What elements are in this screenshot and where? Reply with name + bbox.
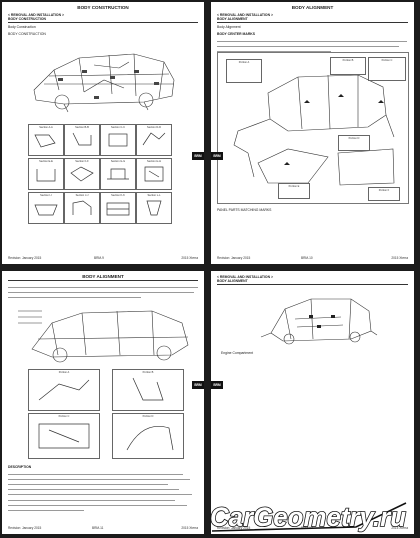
page-center-header: BODY CONSTRUCTION [77, 5, 129, 10]
body-side-illustration [18, 310, 189, 363]
section-tab: BRM [192, 152, 204, 160]
section-box-g: Section G-G [100, 158, 136, 190]
section-box-h: Section H-H [136, 158, 172, 190]
footer-model: 2015 Xterra [391, 526, 408, 530]
portion-box-c: Portion C [28, 413, 100, 459]
body-frame-illustration [33, 53, 175, 113]
section-rule [8, 22, 198, 23]
section-box-j: Section J-J [64, 192, 100, 224]
footer-model: 2015 Xterra [181, 526, 198, 530]
portion-box-d: Portion D [338, 135, 370, 151]
intro-paragraph [8, 283, 198, 299]
portion-box-e: Portion E [278, 183, 310, 199]
section-title: BODY CONSTRUCTION [8, 17, 46, 21]
portion-box-c: Portion C [368, 57, 406, 81]
manual-page-1: BODY CONSTRUCTION < REMOVAL AND INSTALLA… [2, 2, 204, 264]
section-rule [8, 280, 198, 281]
figure-caption: Engine Compartment [221, 351, 254, 355]
section-tab: BRM [211, 152, 223, 160]
manual-page-4: < REMOVAL AND INSTALLATION > BODY ALIGNM… [211, 271, 414, 534]
section-box-b: Section B-B [64, 124, 100, 156]
sub-heading: Body Construction [8, 25, 36, 29]
footer-revision: Revision: January 2015 [217, 256, 251, 260]
svg-text:CarGeometry.ru: CarGeometry.ru [210, 502, 406, 532]
footer-page-number: BRM-10 [301, 256, 313, 260]
section-title: BODY ALIGNMENT [217, 279, 248, 283]
section-box-l: Section L-L [136, 192, 172, 224]
description-heading: DESCRIPTION [8, 465, 32, 469]
portion-box-b: Portion B [330, 57, 366, 75]
section-rule [217, 284, 408, 285]
section-title: BODY ALIGNMENT [217, 17, 248, 21]
section-tab: BRM [211, 381, 223, 389]
portion-box-a: Portion A [226, 59, 262, 83]
section-rule [217, 22, 408, 23]
intro-paragraph [217, 37, 407, 53]
engine-compartment-illustration [260, 298, 378, 345]
footer-model: 2015 Xterra [391, 256, 408, 260]
body-center-marks-figure: Portion A Portion B Portion C Portion D … [217, 52, 409, 204]
section-tab: BRM [192, 381, 204, 389]
section-box-c: Section C-C [100, 124, 136, 156]
section-box-i: Section I-I [28, 192, 64, 224]
sub-heading: Body Alignment [217, 25, 241, 29]
portion-box-f: Portion F [368, 187, 400, 201]
section-breadcrumb: < REMOVAL AND INSTALLATION > [217, 13, 273, 17]
footer-revision: Revision: January 2015 [8, 256, 42, 260]
footer-page-number: BRM-11 [92, 526, 104, 530]
figure-caption: PANEL PARTS MATCHING MARKS [217, 208, 272, 212]
footer-page-number: BRM-9 [94, 256, 104, 260]
manual-page-3: BODY ALIGNMENT Portion A Portion B Porti… [2, 271, 204, 534]
footer-model: 2015 Xterra [181, 256, 198, 260]
section-box-f: Section F-F [64, 158, 100, 190]
footer-revision: Revision: January 2015 [217, 526, 251, 530]
section-breadcrumb: < REMOVAL AND INSTALLATION > [217, 275, 273, 279]
page-center-header: BODY ALIGNMENT [82, 274, 124, 279]
section-box-k: Section K-K [100, 192, 136, 224]
section-box-a: Section A-A [28, 124, 64, 156]
section-breadcrumb: < REMOVAL AND INSTALLATION > [8, 13, 64, 17]
portion-box-d: Portion D [112, 413, 184, 459]
section-box-e: Section E-E [28, 158, 64, 190]
page-center-header: BODY ALIGNMENT [291, 5, 334, 10]
footer-revision: Revision: January 2015 [8, 526, 42, 530]
cargeometry-logo: CarGeometry.ru [209, 501, 407, 533]
section-box-d: Section D-D [136, 124, 172, 156]
description-text [8, 470, 198, 512]
portion-box-a: Portion A [28, 369, 100, 411]
sub-heading-2: BODY CENTER MARKS [217, 32, 255, 36]
sub-heading-2: BODY CONSTRUCTION [8, 32, 46, 36]
manual-page-2: BODY ALIGNMENT < REMOVAL AND INSTALLATIO… [211, 2, 414, 264]
portion-box-b: Portion B [112, 369, 184, 411]
